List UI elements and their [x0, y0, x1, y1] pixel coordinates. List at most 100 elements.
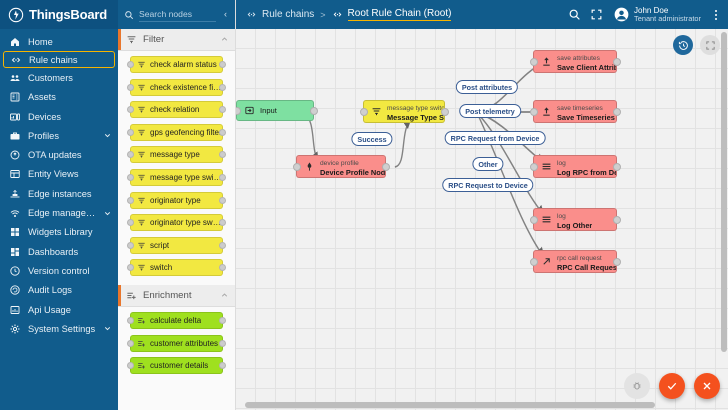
library-node[interactable]: originator type: [127, 191, 226, 209]
node-input-port[interactable]: [529, 257, 538, 266]
sidebar-item-api-usage[interactable]: Api Usage: [0, 300, 118, 319]
node-output-port[interactable]: [219, 173, 226, 181]
node-input-port[interactable]: [236, 106, 241, 115]
sidebar-item-edge-management[interactable]: Edge management: [0, 203, 118, 222]
node-output-port[interactable]: [309, 106, 318, 115]
node-output-port[interactable]: [219, 106, 226, 114]
node-output-port[interactable]: [612, 162, 621, 171]
chevron-down-icon[interactable]: [103, 209, 112, 218]
node-input-port[interactable]: [127, 61, 134, 68]
node-output-port[interactable]: [219, 61, 226, 68]
node-library-scroll[interactable]: Filter check alarm status check existence …: [118, 29, 235, 410]
node-output-port[interactable]: [219, 128, 226, 136]
library-node[interactable]: check existence fields: [127, 78, 226, 96]
breadcrumb-item-rule-chains[interactable]: Rule chains: [262, 9, 315, 20]
node-input-port[interactable]: [127, 173, 134, 181]
node-input-port[interactable]: [529, 107, 538, 116]
apply-changes-button[interactable]: [659, 373, 685, 399]
search-icon[interactable]: [566, 7, 582, 23]
library-node[interactable]: customer attributes: [127, 334, 226, 352]
node-input-port[interactable]: [359, 107, 368, 116]
node-output-port[interactable]: [219, 83, 226, 91]
collapse-panel-button[interactable]: ‹: [224, 9, 227, 19]
more-vert-icon[interactable]: [710, 9, 722, 20]
discard-changes-button[interactable]: [694, 373, 720, 399]
node-output-port[interactable]: [219, 196, 226, 204]
node-input-port[interactable]: [127, 362, 134, 370]
breadcrumb-item-current[interactable]: Root Rule Chain (Root): [347, 8, 452, 21]
library-node[interactable]: check alarm status: [127, 56, 226, 73]
node-input-port[interactable]: [127, 316, 134, 324]
library-node[interactable]: switch: [127, 259, 226, 277]
sidebar-item-profiles[interactable]: Profiles: [0, 126, 118, 145]
node-output-port[interactable]: [219, 241, 226, 249]
version-control-button[interactable]: [673, 35, 693, 55]
library-node[interactable]: customer details: [127, 357, 226, 375]
node-output-port[interactable]: [219, 362, 226, 370]
sidebar-item-edge-instances[interactable]: Edge instances: [0, 184, 118, 203]
library-node[interactable]: calculate delta: [127, 311, 226, 329]
sidebar-item-customers[interactable]: Customers: [0, 68, 118, 87]
edge-label[interactable]: Post attributes: [455, 80, 519, 94]
node-output-port[interactable]: [219, 219, 226, 227]
library-node[interactable]: message type: [127, 146, 226, 164]
sidebar-item-rule-chains[interactable]: Rule chains: [3, 51, 115, 69]
node-output-port[interactable]: [612, 107, 621, 116]
scrollbar-thumb[interactable]: [721, 32, 727, 352]
library-node[interactable]: message type switch: [127, 168, 226, 186]
edge-label[interactable]: RPC Request from Device: [444, 131, 546, 145]
node-input-port[interactable]: [127, 106, 134, 114]
sidebar-item-system-settings[interactable]: System Settings: [0, 319, 118, 338]
sidebar-item-ota-updates[interactable]: OTA updates: [0, 145, 118, 164]
node-input-port[interactable]: [529, 215, 538, 224]
node-output-port[interactable]: [219, 151, 226, 159]
fit-to-screen-button[interactable]: [700, 35, 720, 55]
canvas-node-input[interactable]: Input: [236, 100, 318, 121]
node-output-port[interactable]: [440, 107, 449, 116]
library-node[interactable]: script: [127, 236, 226, 254]
node-search-bar[interactable]: Search nodes ‹: [118, 0, 235, 29]
node-output-port[interactable]: [219, 339, 226, 347]
node-input-port[interactable]: [292, 162, 301, 171]
canvas-vertical-scrollbar[interactable]: [721, 32, 727, 396]
node-input-port[interactable]: [127, 339, 134, 347]
chevron-up-icon[interactable]: [220, 291, 229, 300]
library-node[interactable]: originator type switch: [127, 214, 226, 232]
node-output-port[interactable]: [612, 215, 621, 224]
scrollbar-thumb[interactable]: [245, 402, 655, 408]
search-input[interactable]: Search nodes: [139, 7, 216, 22]
node-input-port[interactable]: [529, 162, 538, 171]
edge-label[interactable]: Success: [351, 132, 393, 146]
chevron-up-icon[interactable]: [220, 35, 229, 44]
node-input-port[interactable]: [127, 241, 134, 249]
node-output-port[interactable]: [219, 264, 226, 272]
fullscreen-icon[interactable]: [588, 7, 604, 23]
chevron-down-icon[interactable]: [103, 131, 112, 140]
chevron-down-icon[interactable]: [103, 324, 112, 333]
sidebar-item-widgets-library[interactable]: Widgets Library: [0, 223, 118, 242]
sidebar-item-assets[interactable]: Assets: [0, 88, 118, 107]
node-input-port[interactable]: [127, 128, 134, 136]
node-output-port[interactable]: [612, 257, 621, 266]
user-menu[interactable]: John Doe Tenant administrator: [614, 6, 701, 24]
node-input-port[interactable]: [127, 151, 134, 159]
sidebar-item-version-control[interactable]: Version control: [0, 261, 118, 280]
sidebar-item-home[interactable]: Home: [0, 32, 118, 51]
edge-label[interactable]: RPC Request to Device: [442, 178, 534, 192]
node-input-port[interactable]: [127, 264, 134, 272]
node-input-port[interactable]: [127, 219, 134, 227]
node-output-port[interactable]: [612, 57, 621, 66]
library-node[interactable]: gps geofencing filter: [127, 123, 226, 141]
node-input-port[interactable]: [529, 57, 538, 66]
brand[interactable]: ThingsBoard: [0, 0, 118, 29]
node-output-port[interactable]: [219, 316, 226, 324]
node-group-header-filter[interactable]: Filter: [118, 29, 235, 51]
